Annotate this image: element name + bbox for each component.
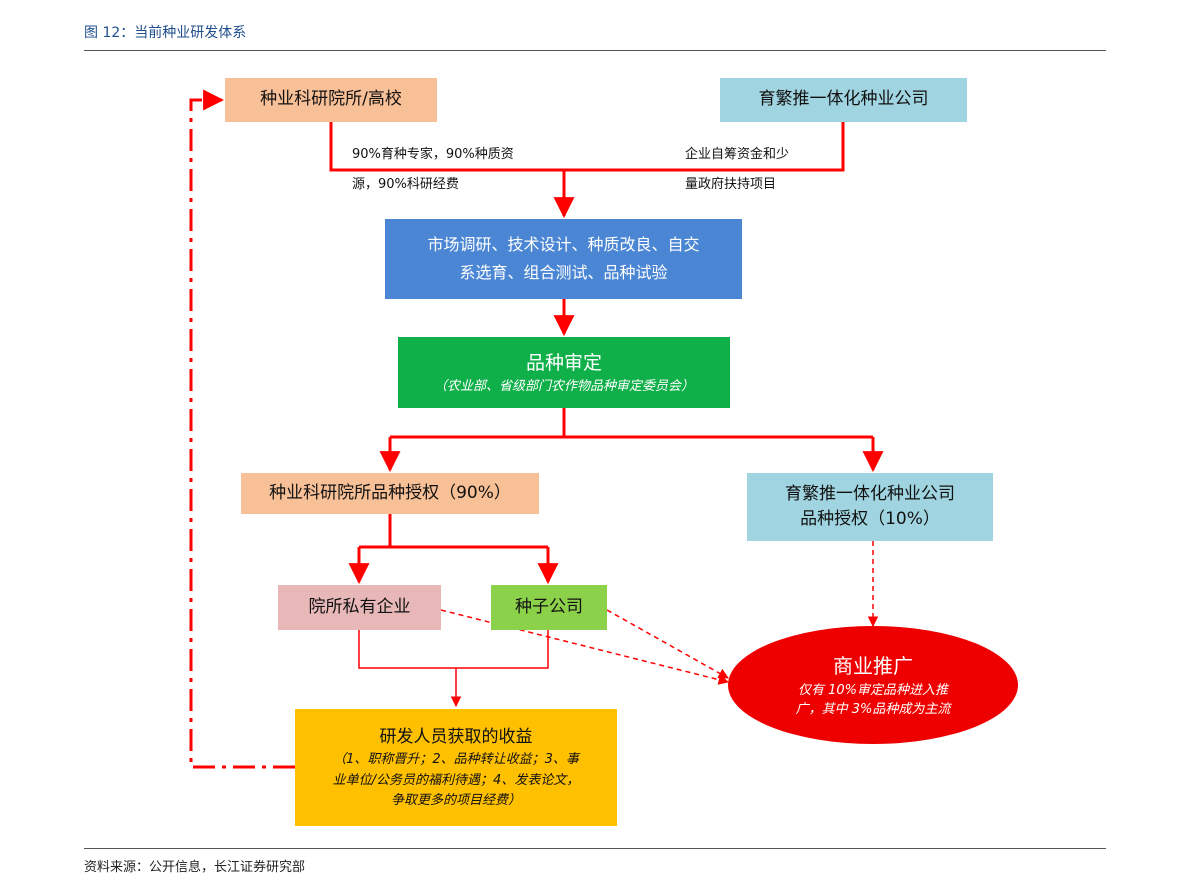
- approval-box: 品种审定 （农业部、省级部门农作物品种审定委员会）: [398, 337, 730, 408]
- commercial-ellipse: [728, 626, 1018, 744]
- research-institute-label: 种业科研院所/高校: [260, 89, 402, 110]
- connector-company-to-steps: [564, 122, 845, 172]
- institute-license-label: 种业科研院所品种授权（90%）: [269, 482, 511, 503]
- connector-institute-to-steps: [329, 122, 564, 172]
- benefits-box: 研发人员获取的收益 （1、职称晋升；2、品种转让收益；3、事 业单位/公务员的福…: [295, 709, 617, 826]
- dashed-private-to-commercial: [440, 609, 730, 685]
- research-steps-line-1: 市场调研、技术设计、种质改良、自交: [427, 235, 700, 254]
- dashed-seed-to-commercial: [606, 609, 729, 679]
- top-rule: [84, 50, 1106, 51]
- note-right-line-1: 企业自筹资金和少: [685, 147, 790, 162]
- connector-approval-split: [390, 408, 873, 439]
- integrated-company-box: 育繁推一体化种业公司: [720, 78, 967, 122]
- connector-to-benefits: [358, 630, 549, 706]
- benefits-line-1: （1、职称晋升；2、品种转让收益；3、事: [333, 752, 579, 768]
- note-left: 90%育种专家，90%种质资 源，90%科研经费: [352, 140, 514, 200]
- note-right-line-2: 量政府扶持项目: [685, 177, 777, 192]
- private-enterprise-box: 院所私有企业: [278, 585, 441, 630]
- benefits-title: 研发人员获取的收益: [379, 727, 533, 748]
- company-license-line-2: 品种授权（10%）: [800, 509, 940, 529]
- seed-company-box: 种子公司: [491, 585, 607, 630]
- research-steps-line-2: 系选育、组合测试、品种试验: [459, 263, 668, 282]
- feedback-loop: [189, 89, 295, 769]
- seed-company-label: 种子公司: [515, 596, 583, 617]
- connector-license-split: [359, 514, 548, 549]
- note-left-line-2: 源，90%科研经费: [352, 177, 459, 192]
- approval-subtitle: （农业部、省级部门农作物品种审定委员会）: [433, 379, 694, 394]
- bottom-rule: [84, 848, 1106, 849]
- figure-title: 图 12：当前种业研发体系: [84, 25, 247, 41]
- research-steps-box: 市场调研、技术设计、种质改良、自交 系选育、组合测试、品种试验: [385, 219, 742, 299]
- note-right: 企业自筹资金和少 量政府扶持项目: [685, 140, 789, 200]
- commercial-line-2: 广，其中 3%品种成为主流: [795, 702, 951, 717]
- benefits-line-3: 争取更多的项目经费）: [390, 792, 521, 808]
- note-left-line-1: 90%育种专家，90%种质资: [352, 147, 514, 162]
- commercial-box: 商业推广 仅有 10%审定品种进入推 广，其中 3%品种成为主流: [738, 640, 1008, 730]
- integrated-company-label: 育繁推一体化种业公司: [758, 89, 929, 110]
- private-enterprise-label: 院所私有企业: [308, 596, 411, 617]
- commercial-line-1: 仅有 10%审定品种进入推: [797, 682, 949, 698]
- institute-license-box: 种业科研院所品种授权（90%）: [241, 473, 539, 514]
- commercial-title: 商业推广: [833, 653, 913, 678]
- benefits-line-2: 业单位/公务员的福利待遇；4、发表论文，: [332, 772, 580, 788]
- approval-title: 品种审定: [525, 351, 602, 374]
- company-license-line-1: 育繁推一体化种业公司: [785, 483, 955, 504]
- research-institute-box: 种业科研院所/高校: [225, 78, 437, 122]
- source-note: 资料来源：公开信息，长江证券研究部: [84, 860, 306, 875]
- company-license-box: 育繁推一体化种业公司 品种授权（10%）: [747, 473, 993, 541]
